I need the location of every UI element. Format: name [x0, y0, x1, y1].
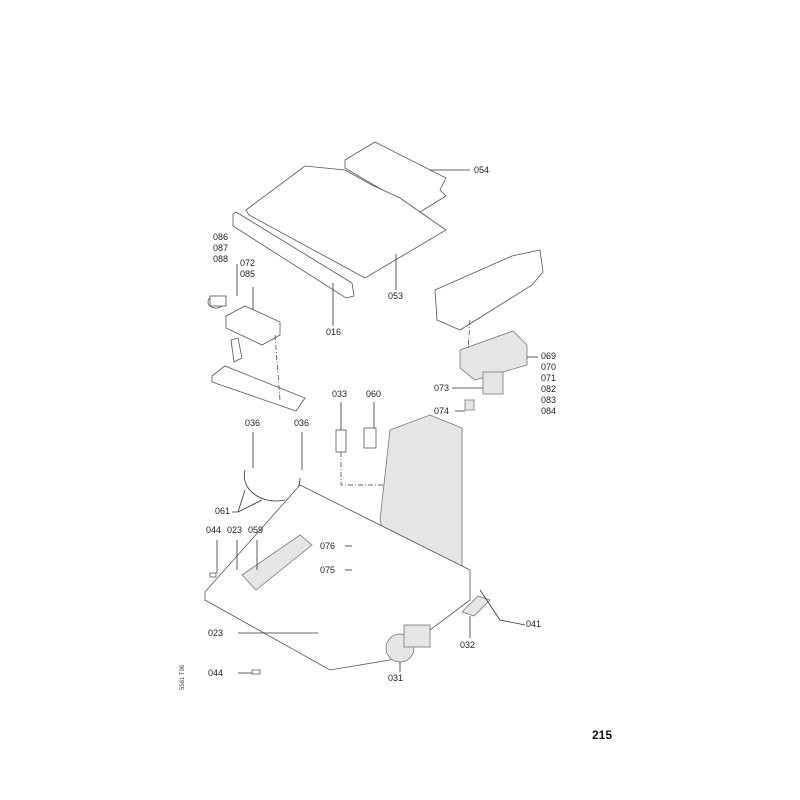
callout-060: 060 — [366, 389, 382, 399]
callout-023-top: 023 — [227, 525, 243, 535]
callout-061: 061 — [215, 506, 231, 516]
callout-036-left: 036 — [245, 418, 261, 428]
hose-061a — [243, 469, 286, 502]
heat-exchanger-059 — [241, 534, 313, 591]
page-number: 215 — [592, 728, 613, 742]
pump-motor — [403, 624, 431, 648]
callout-033: 033 — [332, 389, 348, 399]
callout-069: 069 — [541, 351, 557, 361]
callout-082: 082 — [541, 384, 557, 394]
small-bracket — [230, 337, 243, 363]
top-panel-053 — [245, 165, 447, 279]
valve-060 — [363, 427, 377, 449]
electronics-chassis — [434, 249, 544, 331]
callout-032: 032 — [460, 640, 476, 650]
capacitor-body — [209, 295, 227, 307]
drawing-code: 5581 T96 — [180, 664, 186, 690]
callout-070: 070 — [541, 362, 557, 372]
callout-076: 076 — [320, 541, 336, 551]
callout-085: 085 — [240, 269, 256, 279]
callout-031: 031 — [388, 673, 404, 683]
callout-075: 075 — [320, 565, 336, 575]
callout-083: 083 — [541, 395, 557, 405]
mounting-plate — [211, 365, 306, 412]
module-073 — [482, 371, 504, 395]
callout-086: 086 — [213, 232, 229, 242]
cover-plate-054 — [344, 141, 447, 213]
screw-044b — [251, 669, 261, 675]
callout-044-bottom: 044 — [208, 668, 224, 678]
control-board-069 — [459, 330, 528, 381]
callout-016: 016 — [326, 327, 342, 337]
valve-032 — [461, 595, 491, 617]
callout-088: 088 — [213, 254, 229, 264]
sensor-033 — [335, 429, 347, 453]
callout-036-right: 036 — [294, 418, 310, 428]
callout-084: 084 — [541, 406, 557, 416]
callout-023-bottom: 023 — [208, 628, 224, 638]
callout-053: 053 — [388, 291, 404, 301]
callout-074: 074 — [434, 406, 450, 416]
callout-059: 059 — [248, 525, 264, 535]
transformer-box-072 — [225, 305, 281, 346]
screw-044a — [209, 572, 217, 578]
callout-054: 054 — [474, 165, 490, 175]
callout-087: 087 — [213, 243, 229, 253]
callout-073: 073 — [434, 383, 450, 393]
callout-071: 071 — [541, 373, 557, 383]
connector-074 — [464, 399, 475, 411]
callout-044-top: 044 — [206, 525, 222, 535]
rail-016 — [232, 211, 355, 299]
callout-072: 072 — [240, 258, 256, 268]
callout-041: 041 — [526, 619, 542, 629]
